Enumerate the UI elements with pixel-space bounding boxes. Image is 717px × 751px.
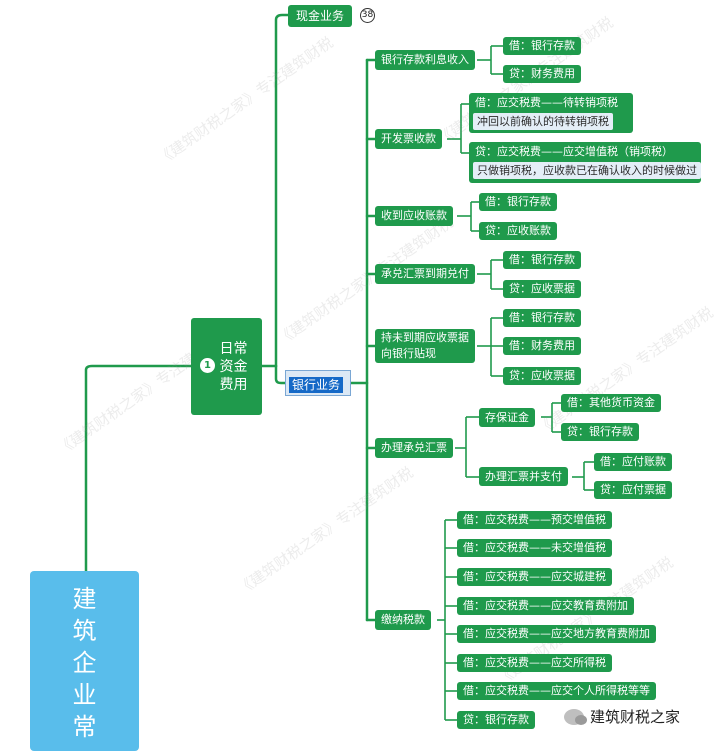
brand-label: 建筑财税之家	[590, 708, 681, 726]
entry-debit[interactable]: 借：应交税费——未交增值税	[457, 539, 612, 557]
entry-debit[interactable]: 借：银行存款	[503, 37, 581, 55]
entry-label: 借：应交税费——待转销项税	[475, 96, 618, 109]
brand-signature: 建筑财税之家	[560, 704, 685, 729]
entry-debit[interactable]: 借：应交税费——应交所得税	[457, 654, 612, 672]
root-char: 常	[72, 713, 97, 741]
topic-line: 向银行贴现	[381, 347, 436, 360]
root-char: 建	[72, 585, 97, 613]
topic-interest-income[interactable]: 银行存款利息收入	[375, 50, 475, 70]
entry-credit[interactable]: 贷：应收票据	[503, 367, 581, 385]
node-line: 日常	[219, 340, 248, 357]
entry-debit[interactable]: 借：应交税费——预交增值税	[457, 511, 612, 529]
topic-bill-discount[interactable]: 持未到期应收票据 向银行贴现	[375, 329, 475, 363]
root-char: 筑	[72, 617, 97, 645]
entry-label: 贷：应交税费——应交增值税（销项税）	[475, 145, 673, 158]
root-char: 企	[72, 649, 97, 677]
entry-credit[interactable]: 贷：财务费用	[503, 65, 581, 83]
entry-debit[interactable]: 借：其他货币资金	[561, 394, 661, 412]
collapsed-count-badge[interactable]: 38	[360, 8, 375, 23]
cash-business-node[interactable]: 现金业务	[288, 5, 353, 27]
entry-note: 只做销项税，应收款已在确认收入的时候做过	[473, 162, 701, 179]
topic-line: 持未到期应收票据	[381, 331, 469, 344]
entry-note: 冲回以前确认的待转销项税	[473, 113, 613, 130]
entry-debit[interactable]: 借：银行存款	[479, 193, 557, 211]
wechat-icon	[564, 708, 587, 725]
subtopic-deposit[interactable]: 存保证金	[479, 408, 535, 427]
entry-debit[interactable]: 借：应交税费——应交地方教育费附加	[457, 625, 656, 643]
entry-debit[interactable]: 借：银行存款	[503, 251, 581, 269]
topic-bill-maturity[interactable]: 承兑汇票到期兑付	[375, 264, 475, 284]
topic-invoice-collection[interactable]: 开发票收款	[375, 129, 442, 149]
entry-credit[interactable]: 贷：银行存款	[457, 711, 535, 729]
node-line: 费用	[219, 376, 248, 393]
entry-debit[interactable]: 借：银行存款	[503, 309, 581, 327]
topic-receive-receivables[interactable]: 收到应收账款	[375, 206, 453, 226]
entry-debit[interactable]: 借：财务费用	[503, 337, 581, 355]
daily-funds-node[interactable]: 1 日常 资金 费用	[191, 318, 262, 415]
entry-debit[interactable]: 借：应交税费——应交城建税	[457, 568, 612, 586]
bank-business-node[interactable]: 银行业务	[285, 370, 351, 396]
priority-badge: 1	[200, 358, 215, 373]
entry-debit[interactable]: 借：应交税费——应交个人所得税等等	[457, 682, 656, 700]
entry-credit[interactable]: 贷：银行存款	[561, 423, 639, 441]
topic-pay-taxes[interactable]: 缴纳税款	[375, 610, 431, 630]
root-node[interactable]: 建 筑 企 业 常	[30, 571, 139, 751]
subtopic-bill-payment[interactable]: 办理汇票并支付	[479, 467, 568, 486]
selected-node-label: 银行业务	[289, 377, 344, 393]
root-char: 业	[72, 681, 97, 709]
entry-credit[interactable]: 贷：应付票据	[594, 481, 672, 499]
entry-credit[interactable]: 贷：应收账款	[479, 222, 557, 240]
entry-debit[interactable]: 借：应付账款	[594, 453, 672, 471]
node-line: 资金	[219, 358, 248, 375]
entry-credit[interactable]: 贷：应收票据	[503, 280, 581, 298]
entry-debit[interactable]: 借：应交税费——应交教育费附加	[457, 597, 634, 615]
topic-acceptance-bill[interactable]: 办理承兑汇票	[375, 438, 453, 458]
